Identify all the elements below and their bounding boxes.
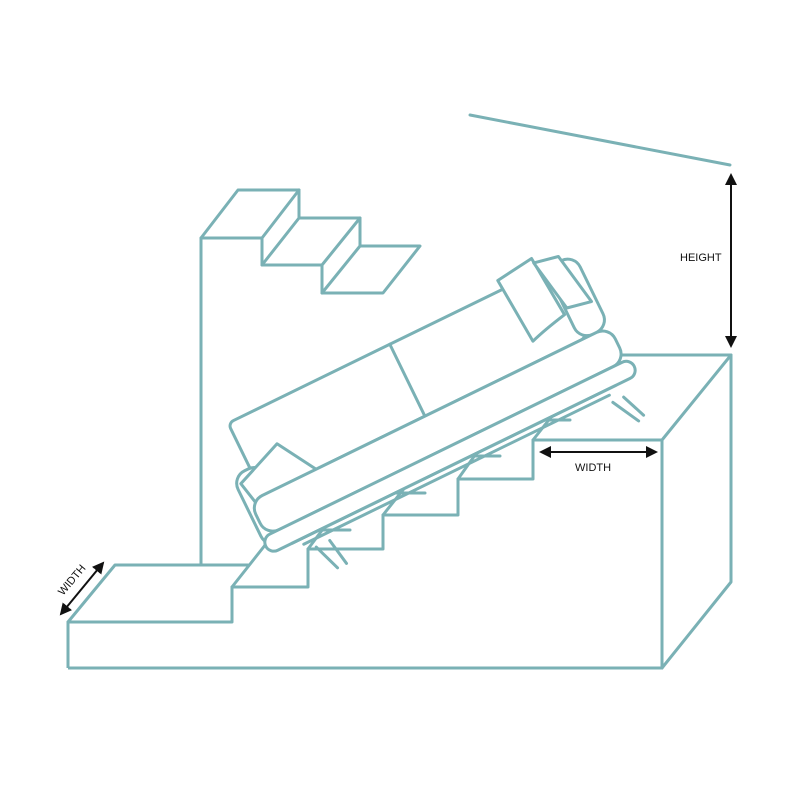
upper-staircase xyxy=(199,188,422,295)
ceiling-line xyxy=(468,113,732,167)
depth-width-label: WIDTH xyxy=(56,563,88,598)
width-label: WIDTH xyxy=(575,462,611,474)
height-label: HEIGHT xyxy=(680,252,722,264)
pillow-right xyxy=(496,256,567,343)
depth-dimension-arrow xyxy=(59,561,105,616)
sofa-leg xyxy=(314,545,340,570)
sofa xyxy=(228,254,646,570)
sofa-leg xyxy=(611,400,641,423)
